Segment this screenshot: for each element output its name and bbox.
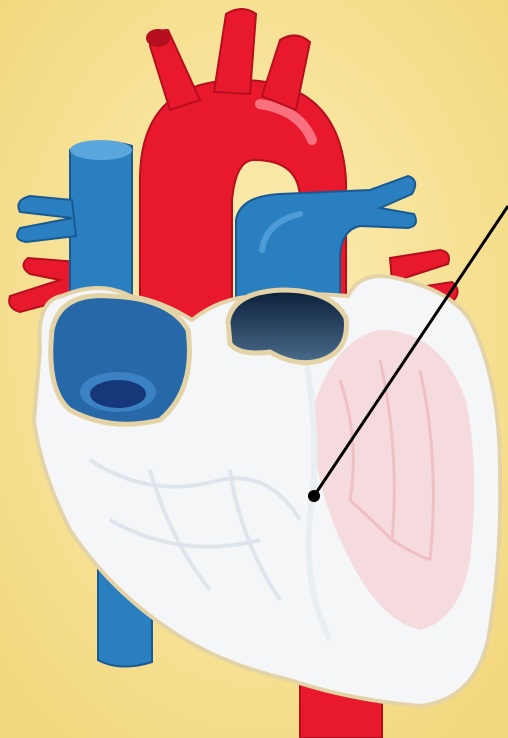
artery-opening <box>146 29 170 47</box>
pointer-dot <box>308 490 320 502</box>
inferior-vena-cava-opening-inner <box>90 380 146 408</box>
superior-vena-cava-opening <box>70 140 132 160</box>
pulmonary-valve-opening <box>228 290 347 363</box>
